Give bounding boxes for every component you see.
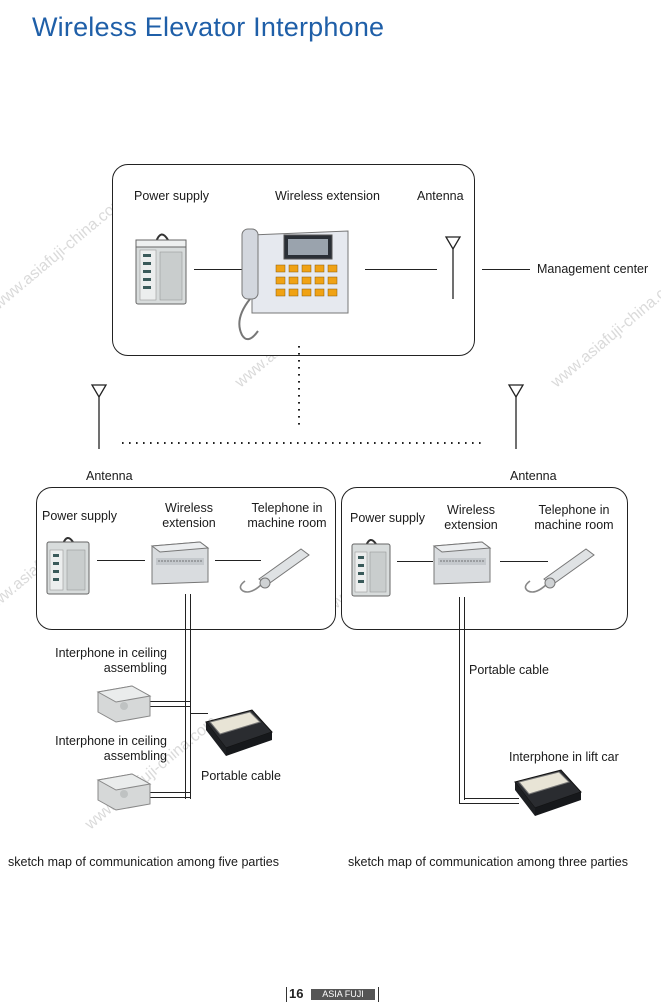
left-power-supply-label: Power supply [42,509,118,523]
left-caption: sketch map of communication among five p… [8,855,279,869]
connector-line [482,269,530,271]
right-wireless-extension-label: Wireless extension [444,503,498,532]
left-portable-cable-label: Portable cable [201,769,281,783]
ceiling-interphone-icon [96,773,152,811]
right-antenna-label: Antenna [510,469,557,483]
cable-line [464,798,519,800]
cable-line [459,803,519,805]
footer-divider [286,987,288,1002]
cable-line [459,597,461,804]
wireless-extension-console-icon [238,228,349,341]
ceiling-interphone-icon [96,685,152,723]
top-power-supply-label: Power supply [134,189,210,203]
connector-line [97,560,145,562]
left-antenna-label: Antenna [86,469,133,483]
power-supply-icon [351,539,391,597]
connector-line [397,561,433,563]
left-wireless-extension-label: Wireless extension [162,501,216,530]
lift-car-interphone-icon [514,769,582,816]
right-portable-cable-label: Portable cable [469,663,549,677]
interphone-ceiling-label-1: Interphone in ceiling assembling [55,646,167,675]
antenna-icon [444,236,462,299]
cable-line [150,706,190,708]
wireless-extension-icon [150,541,210,585]
antenna-icon [90,384,108,449]
interphone-lift-car-label: Interphone in lift car [509,750,619,764]
connector-line [500,561,548,563]
top-wireless-extension-label: Wireless extension [275,189,380,203]
connector-line [365,269,437,271]
footer-divider [378,987,380,1002]
power-supply-icon [46,537,90,595]
page-title: Wireless Elevator Interphone [32,12,385,42]
cable-line [190,594,192,799]
cable-line [185,594,187,799]
interphone-ceiling-label-2: Interphone in ceiling assembling [55,734,167,763]
telephone-icon [239,548,310,593]
connector-line [194,269,244,271]
antenna-icon [507,384,525,449]
connector-line [215,560,261,562]
wireless-extension-icon [432,541,492,585]
brand-badge: ASIA FUJI [311,989,375,1000]
page-number: 16 [289,986,304,1001]
telephone-icon [524,548,595,593]
cable-line [190,713,208,715]
cable-line [150,792,191,794]
top-antenna-label: Antenna [417,189,464,203]
left-telephone-label: Telephone in machine room [247,501,327,530]
right-telephone-label: Telephone in machine room [534,503,614,532]
right-power-supply-label: Power supply [350,511,426,525]
power-supply-icon [135,233,187,305]
right-caption: sketch map of communication among three … [348,855,628,869]
portable-cable-box-icon [205,709,273,756]
cable-line [150,797,191,799]
cable-line [150,701,190,703]
management-center-label: Management center [537,262,649,276]
cable-line [464,597,466,800]
